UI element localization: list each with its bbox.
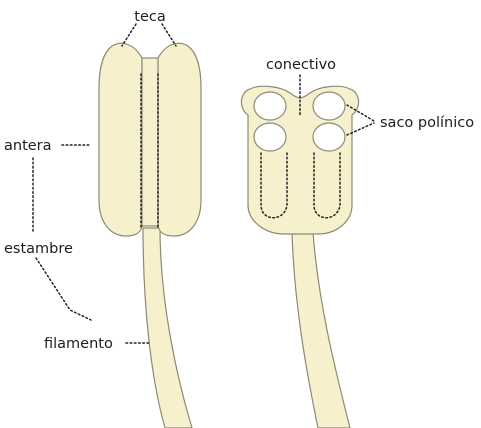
filament <box>143 228 192 428</box>
theca-left <box>99 43 142 236</box>
label-filamento: filamento <box>44 336 113 352</box>
stamen-cross-section <box>241 86 358 428</box>
labels: teca antera estambre filamento conectivo… <box>4 9 474 352</box>
connective-strip <box>142 58 158 226</box>
label-antera: antera <box>4 138 52 154</box>
pollen-sac-bottom-left <box>254 123 286 151</box>
filament-right <box>292 232 350 428</box>
label-saco-polinico: saco polínico <box>380 115 474 131</box>
leader-teca-right <box>162 24 176 46</box>
pollen-sac-top-right <box>313 92 345 120</box>
label-conectivo: conectivo <box>266 57 336 73</box>
label-estambre: estambre <box>4 241 73 257</box>
leader-teca-left <box>122 24 136 46</box>
leader-estambre-down <box>36 258 91 320</box>
label-teca: teca <box>134 9 165 25</box>
stamen-side-view <box>99 43 201 428</box>
theca-right <box>158 43 201 236</box>
pollen-sac-bottom-right <box>313 123 345 151</box>
pollen-sac-top-left <box>254 92 286 120</box>
